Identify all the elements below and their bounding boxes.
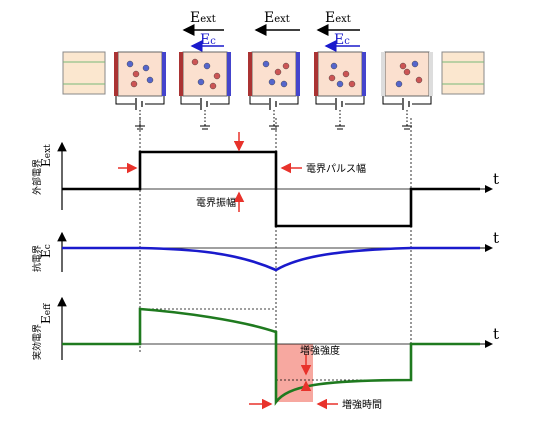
capacitor-box-3 (179, 51, 231, 130)
pulse-width-label: 電界パルス幅 (306, 162, 366, 175)
external-field-waveform (62, 150, 480, 228)
effective-field-panel: t Eeff 実効電界 増強強度 増強時間 (31, 296, 499, 411)
coercive-field-arrow-2: Ec (324, 32, 360, 52)
capacitor-box-6 (381, 51, 433, 130)
svg-text:Eext: Eext (264, 10, 290, 26)
crystal-box-7 (441, 51, 485, 95)
effective-field-curve (62, 307, 480, 406)
enhancement-strength-label: 増強強度 (300, 344, 340, 357)
y-axis-label: 外部電界 (31, 159, 43, 195)
capacitor-box-2 (114, 51, 166, 130)
capacitor-box-5 (314, 51, 366, 130)
external-field-panel: t Eext 外部電界 電界パルス幅 電界振幅 (31, 132, 499, 228)
svg-text:Eeff: Eeff (39, 303, 53, 324)
external-field-arrow-3: Eext (316, 10, 360, 36)
field-amplitude-label: 電界振幅 (196, 196, 236, 209)
enhancement-time-label: 増強時間 (342, 398, 382, 411)
svg-text:Eext: Eext (325, 10, 351, 26)
coercive-field-curve (62, 246, 480, 272)
coercive-field-arrow-1: Ec (190, 32, 224, 52)
svg-text:Eext: Eext (190, 10, 216, 26)
svg-text:t: t (493, 325, 499, 343)
svg-text:Ec: Ec (200, 32, 216, 48)
svg-text:Ec: Ec (334, 32, 350, 48)
svg-text:Ec: Ec (39, 244, 53, 258)
capacitor-box-4 (248, 51, 300, 130)
crystal-box-1 (62, 51, 106, 95)
external-field-arrow-2: Eext (254, 10, 300, 36)
external-field-arrow-1: Eext (182, 10, 224, 36)
svg-text:実効電界: 実効電界 (31, 324, 43, 360)
x-axis-label: t (493, 170, 499, 188)
svg-text:t: t (493, 229, 499, 247)
svg-text:Eext: Eext (39, 144, 53, 167)
coercive-field-panel: t Ec 抗電界 (31, 229, 499, 272)
svg-text:抗電界: 抗電界 (31, 245, 43, 272)
